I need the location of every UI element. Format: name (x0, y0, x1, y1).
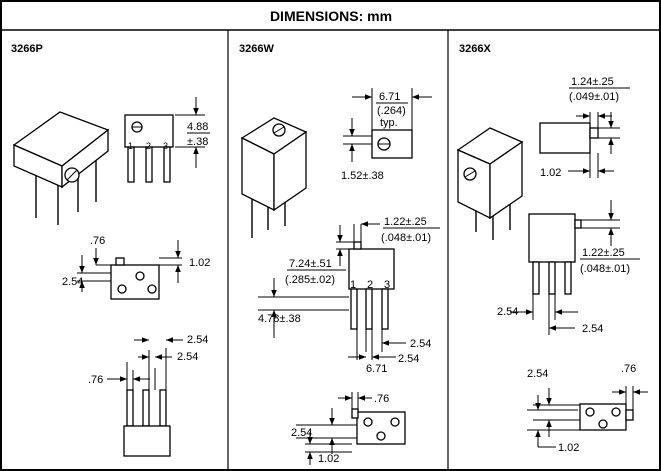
section-3266P: 3266P 1 2 3 4.88 (11, 43, 210, 457)
section-3266X: 3266X 1.24±.25 (.049±.01) (456, 43, 648, 454)
3266P-spacing-a-label: 2.54 (187, 334, 208, 346)
3266P-height-label: 4.88 (187, 121, 208, 133)
3266W-iso-view (240, 117, 308, 238)
3266W-pin-label-2: 2 (367, 279, 373, 291)
3266P-pin-offset-label: .76 (90, 235, 105, 247)
3266X-pin-tab-in-label: (.048±.01) (580, 263, 630, 275)
3266X-bottom-base-label: 1.02 (558, 442, 579, 454)
3266X-top-view: 1.24±.25 (.049±.01) 1.02 (539, 76, 630, 179)
3266W-pin-label-1: 1 (350, 279, 356, 291)
3266X-front-view: 1.22±.25 (.048±.01) 2.54 2.54 (497, 200, 640, 335)
3266X-bottom-offset-label: .76 (621, 363, 636, 375)
3266P-pin-width-label: .76 (88, 374, 103, 386)
3266P-pin-label-3: 3 (163, 141, 168, 151)
3266W-top-view: 6.71 (.264) typ. 1.52±.38 (341, 88, 432, 182)
3266X-spacing-b-label: 2.54 (582, 323, 603, 335)
3266W-height-mm-label: 7.24±.51 (289, 258, 332, 270)
3266P-iso-view (12, 111, 110, 225)
3266W-spacing-label: 2.54 (291, 427, 312, 439)
section-3266W: 3266W 6.71 (.264) typ. (239, 43, 440, 465)
3266W-width-mm-label: 6.71 (379, 91, 400, 103)
3266X-tab-mm-label: 1.24±.25 (571, 76, 614, 88)
section-title-3266X: 3266X (459, 43, 491, 55)
3266W-side-view: .76 2.54 1.02 (291, 392, 406, 465)
3266W-offset-label: .76 (374, 393, 389, 405)
page-title: DIMENSIONS: mm (270, 8, 392, 24)
3266P-pin-label-2: 2 (146, 141, 151, 151)
3266X-side-label: 1.02 (540, 167, 561, 179)
3266W-pin-label-3: 3 (384, 279, 390, 291)
3266P-height-tol-label: ±.38 (187, 136, 208, 148)
3266W-pin-ref-label: 4.78±.38 (258, 313, 301, 325)
3266W-pin-center-label: 6.71 (366, 363, 387, 375)
3266X-bottom-spacing-label: 2.54 (527, 368, 548, 380)
section-title-3266W: 3266W (239, 43, 274, 55)
3266W-front-view: 1 2 3 1.22±.25 (.048±.01) 7.24±.51 (.285… (258, 216, 440, 375)
3266P-bottom-view: 2.54 2.54 .76 (88, 334, 208, 457)
3266X-pin-tab-mm-label: 1.22±.25 (582, 247, 625, 259)
3266W-pin-a-label: 2.54 (410, 338, 431, 350)
3266X-tab-in-label: (.049±.01) (569, 91, 619, 103)
3266W-base-label: 1.02 (318, 453, 339, 465)
3266W-width-note-label: typ. (380, 117, 398, 129)
3266W-pin-b-label: 2.54 (398, 353, 419, 365)
3266W-width-in-label: (.264) (377, 105, 406, 117)
3266W-tab-in-label: (.048±.01) (381, 232, 431, 244)
3266P-spacing-b-label: 2.54 (177, 351, 198, 363)
3266W-tab-mm-label: 1.22±.25 (384, 216, 427, 228)
3266P-pin-label-1: 1 (128, 141, 133, 151)
3266P-base-height-label: 1.02 (189, 257, 210, 269)
3266P-pin-spacing-label: 2.54 (62, 276, 83, 288)
3266W-screw-pos-label: 1.52±.38 (341, 170, 384, 182)
3266X-spacing-a-label: 2.54 (497, 306, 518, 318)
section-title-3266P: 3266P (11, 43, 43, 55)
3266P-side-view: .76 2.54 1.02 (62, 235, 210, 300)
3266X-iso-view (456, 127, 524, 240)
3266X-side-view: .76 2.54 1.02 (527, 363, 648, 454)
3266W-height-in-label: (.285±.02) (285, 274, 335, 286)
3266P-front-view: 1 2 3 4.88 ±.38 (124, 97, 210, 183)
